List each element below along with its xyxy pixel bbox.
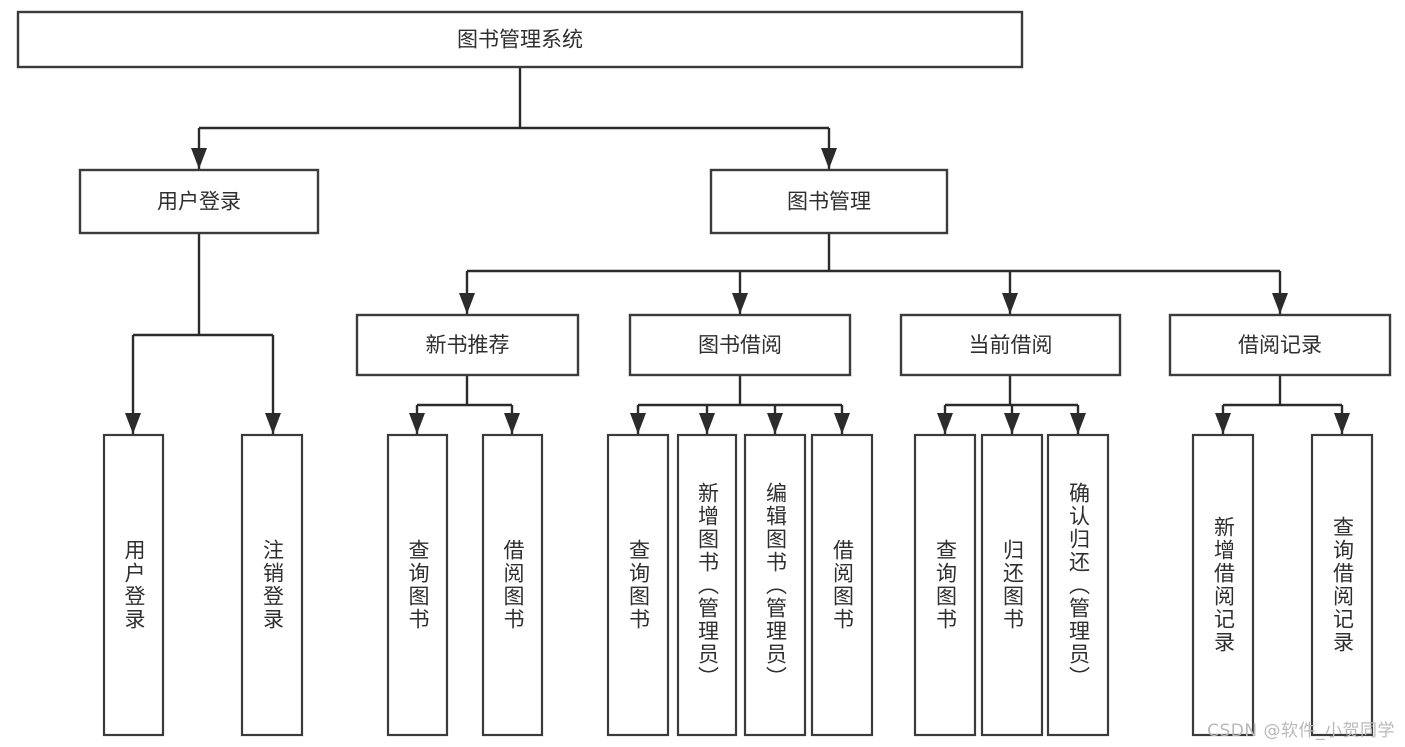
user-login-branch-0-arrow-icon — [125, 413, 141, 434]
leaf-node-box-leaf-edit-book-admin[interactable] — [743, 433, 807, 737]
book-borrow-branch-0-arrow-icon — [630, 413, 646, 434]
leaf-node-box-leaf-user-login[interactable] — [102, 433, 165, 737]
level1-node-box-user-login[interactable] — [78, 168, 320, 235]
current-borrow-branch-1-arrow-icon — [1004, 413, 1020, 434]
new-book-recommend-branch-0-arrow-icon — [409, 413, 425, 434]
leaf-node-box-leaf-borrow-book[interactable] — [810, 433, 874, 737]
leaf-node-box-leaf-query-borrow-record[interactable] — [1310, 433, 1374, 737]
level2-branch-2-arrow-icon — [1002, 293, 1018, 314]
level1-node-label-book-manage: 图书管理 — [787, 190, 871, 214]
current-borrow-branch-0-arrow-icon — [937, 413, 953, 434]
borrow-record-branch-1-arrow-icon — [1334, 413, 1350, 434]
connector-layer — [125, 67, 1350, 434]
leaf-node-box-leaf-query-book-cur[interactable] — [913, 433, 977, 737]
current-borrow-branch-2-arrow-icon — [1070, 413, 1086, 434]
leaf-node-box-leaf-query-book-rec[interactable] — [386, 433, 449, 737]
user-login-branch-1-arrow-icon — [265, 413, 281, 434]
level2-node-label-new-book-recommend: 新书推荐 — [426, 333, 510, 357]
level2-branch-0-arrow-icon — [459, 293, 475, 314]
book-borrow-branch-1-arrow-icon — [699, 413, 715, 434]
level1-branch-1-arrow-icon — [821, 148, 837, 169]
level2-node-label-borrow-record: 借阅记录 — [1238, 333, 1322, 357]
level2-node-box-new-book-recommend[interactable] — [355, 313, 580, 377]
borrow-record-branch-0-arrow-icon — [1215, 413, 1231, 434]
leaf-node-box-leaf-query-book-borrow[interactable] — [606, 433, 670, 737]
new-book-recommend-branch-1-arrow-icon — [504, 413, 520, 434]
level2-node-box-current-borrow[interactable] — [899, 313, 1122, 377]
root-node-box[interactable] — [16, 10, 1024, 69]
book-borrow-branch-3-arrow-icon — [834, 413, 850, 434]
watermark-text: CSDN @软件_小贺同学 — [1207, 721, 1395, 741]
leaf-node-box-leaf-return-book[interactable] — [980, 433, 1044, 737]
level2-branch-1-arrow-icon — [732, 293, 748, 314]
leaf-node-box-leaf-logout-login[interactable] — [240, 433, 304, 737]
node-box-layer — [16, 10, 1392, 737]
level1-node-box-book-manage[interactable] — [709, 168, 949, 235]
level2-node-box-borrow-record[interactable] — [1168, 313, 1392, 377]
book-borrow-branch-2-arrow-icon — [767, 413, 783, 434]
level1-node-label-user-login: 用户登录 — [157, 190, 241, 214]
level2-branch-3-arrow-icon — [1272, 293, 1288, 314]
level2-node-label-book-borrow: 图书借阅 — [698, 333, 782, 357]
leaf-node-box-leaf-add-borrow-record[interactable] — [1191, 433, 1255, 737]
leaf-node-box-leaf-confirm-return-admin[interactable] — [1046, 433, 1110, 737]
level1-branch-0-arrow-icon — [191, 148, 207, 169]
level2-node-box-book-borrow[interactable] — [628, 313, 852, 377]
level2-node-label-current-borrow: 当前借阅 — [969, 333, 1053, 357]
root-node-label: 图书管理系统 — [457, 28, 583, 52]
leaf-node-box-leaf-borrow-book-rec[interactable] — [481, 433, 544, 737]
leaf-node-box-leaf-add-book-admin[interactable] — [676, 433, 738, 737]
